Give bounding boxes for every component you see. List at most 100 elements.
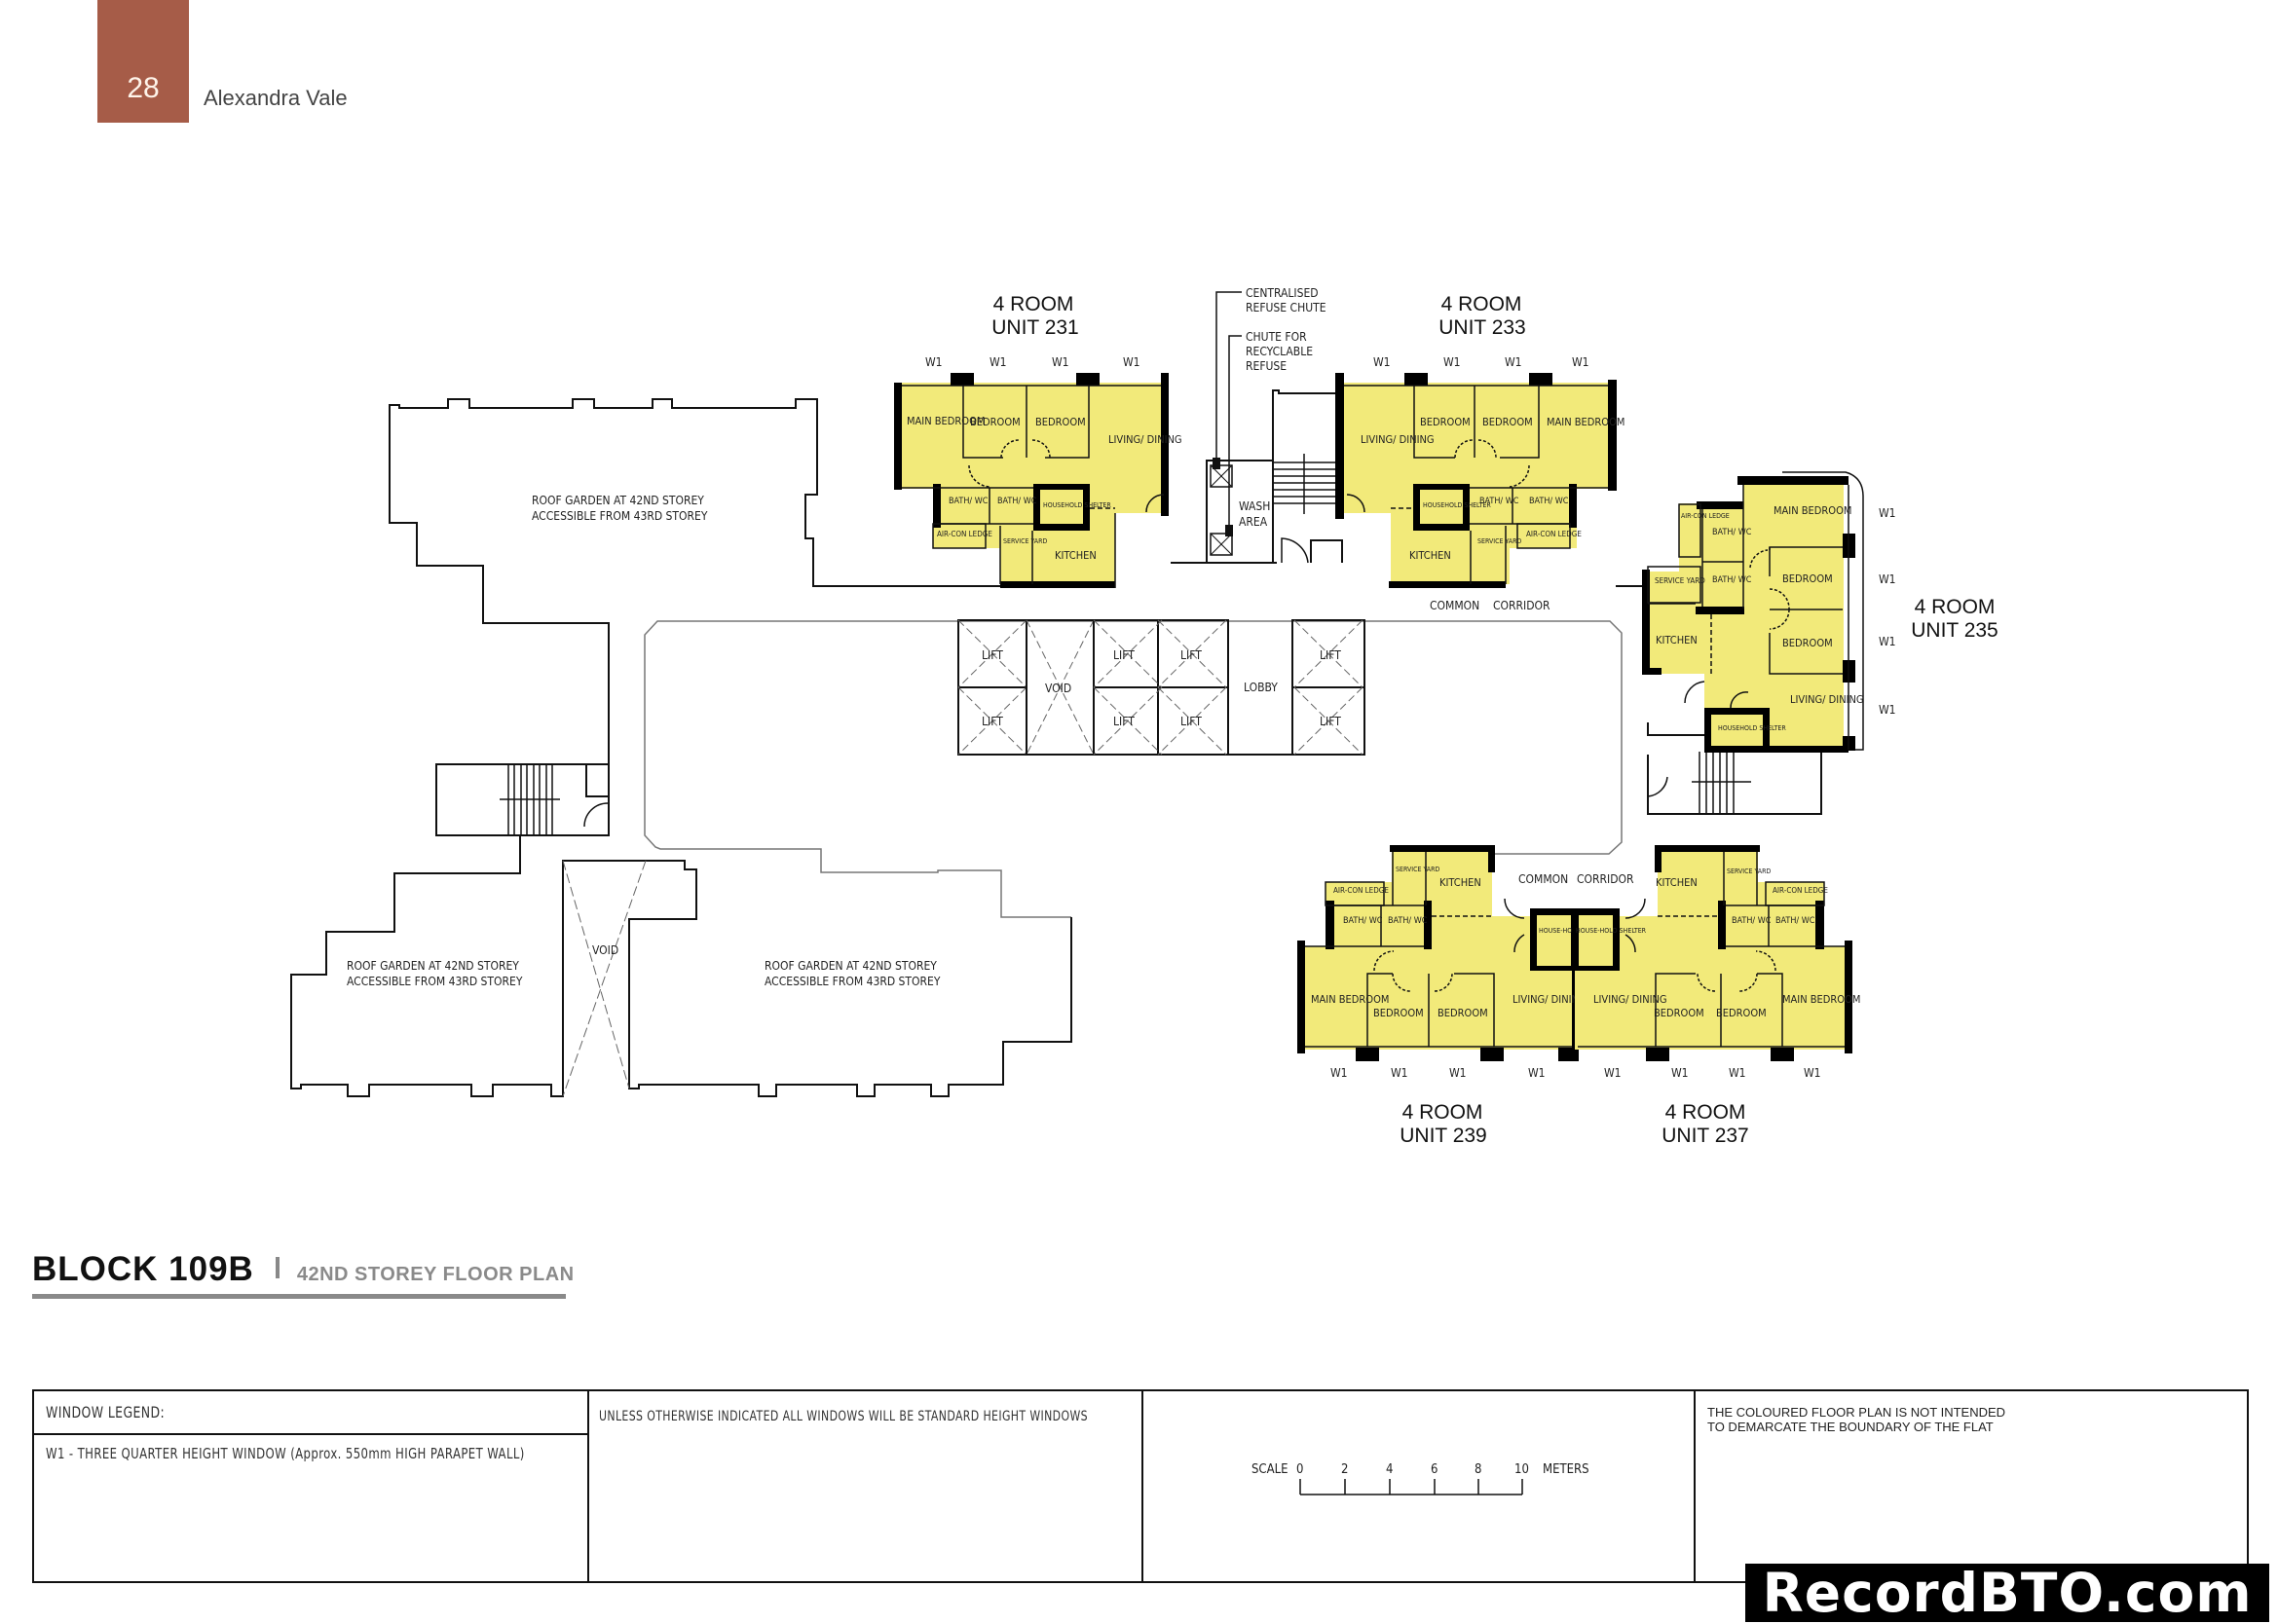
scale-label: SCALE [1251,1462,1288,1477]
room-label: LIVING/ DINING [1361,433,1435,446]
lift-label: LIFT [982,648,1003,662]
watermark: RecordBTO.com [1745,1564,2269,1622]
room-label: MAIN BEDROOM [907,415,985,427]
room-label: MAIN BEDROOM [1774,504,1851,517]
lift-label: LIFT [982,715,1003,728]
roof-garden-label: ROOF GARDEN AT 42ND STOREY [765,959,937,973]
room-label: HOUSEHOLD SHELTER [1718,724,1786,732]
window-label: W1 [1879,506,1896,520]
room-label: AIR-CON LEDGE [1681,512,1730,520]
room-label: KITCHEN [1409,549,1451,562]
roof-garden-outlines [290,398,1864,1097]
unit-237: KITCHEN SERVICE YARD AIR-CON LEDGE HOUSE… [1572,845,1860,1147]
room-label: BEDROOM [1035,416,1086,428]
unit-type: 4 ROOM [1665,1101,1746,1124]
window-label: W1 [1671,1066,1689,1080]
room-label: AIR-CON LEDGE [1773,886,1828,895]
room-label: LIVING/ DINING [1108,433,1182,446]
window-label: W1 [925,355,943,369]
disclaimer-line-1: THE COLOURED FLOOR PLAN IS NOT INTENDED [1707,1405,2006,1420]
room-label: BEDROOM [1373,1007,1424,1019]
room-label: BATH/ WC [1388,916,1428,926]
refuse-chute-label: CENTRALISED [1246,286,1319,300]
unit-235: AIR-CON LEDGE BATH/ WC MAIN BEDROOM SERV… [1642,476,1998,753]
project-name: Alexandra Vale [204,86,348,110]
roof-garden-label: ROOF GARDEN AT 42ND STOREY [347,959,519,973]
room-label: KITCHEN [1656,634,1698,646]
room-label: BEDROOM [1782,637,1833,649]
room-label: BATH/ WC [1343,916,1383,926]
window-label: W1 [1528,1066,1546,1080]
unit-name: UNIT 237 [1662,1125,1749,1147]
title-separator [275,1257,280,1278]
room-label: BATH/ WC [1775,916,1815,926]
lift-label: LIFT [1180,715,1202,728]
room-label: BATH/ WC [1732,916,1772,926]
window-label: W1 [1123,355,1140,369]
room-label: BEDROOM [1716,1007,1767,1019]
corridor-label: CORRIDOR [1577,872,1634,886]
room-label: BATH/ WC [997,497,1037,506]
wash-area-label: WASH [1239,499,1270,513]
room-label: BATH/ WC [949,497,989,506]
scale-tick: 6 [1431,1462,1438,1477]
room-label: BATH/ WC [1712,528,1752,537]
scale-tick: 2 [1341,1462,1348,1477]
unit-name: UNIT 239 [1400,1125,1487,1147]
unit-231: MAIN BEDROOM BEDROOM BEDROOM LIVING/ DIN… [894,293,1182,588]
room-label: BEDROOM [1654,1007,1704,1019]
scale-unit: METERS [1543,1462,1589,1477]
scale-cell [1143,1391,1696,1581]
room-label: BEDROOM [1782,572,1833,585]
block-title: BLOCK 109B [32,1250,254,1288]
lift-labels: LIFT LIFT VOID LIFT LIFT LIFT LIFT LOBBY… [982,648,1341,728]
window-label: W1 [1729,1066,1746,1080]
lift-core [957,619,1365,756]
w1-description: W1 - THREE QUARTER HEIGHT WINDOW (Approx… [46,1445,525,1462]
corridor-label: COMMON [1518,872,1568,886]
lift-label: LIFT [1113,715,1135,728]
void-label: VOID [592,943,618,957]
scale-tick: 10 [1514,1462,1529,1477]
unit-type: 4 ROOM [993,293,1074,315]
room-label: MAIN BEDROOM [1782,993,1860,1006]
scale-labels: SCALE 0 2 4 6 8 10 METERS [1251,1462,1589,1477]
roof-garden-labels: ROOF GARDEN AT 42ND STOREY ACCESSIBLE FR… [347,494,941,988]
room-label: BEDROOM [1420,416,1471,428]
lobby-label: LOBBY [1244,681,1278,694]
lift-label: LIFT [1113,648,1135,662]
disclaimer-line-2: TO DEMARCATE THE BOUNDARY OF THE FLAT [1707,1420,1994,1434]
page-number-badge: 28 [97,0,189,123]
title-underline [32,1294,566,1299]
window-label: W1 [1449,1066,1467,1080]
window-label: W1 [1391,1066,1408,1080]
room-label: HOUSEHOLD SHELTER [1423,501,1491,509]
room-label: SERVICE YARD [1655,576,1705,585]
room-label: SERVICE YARD [1003,537,1047,545]
unit-type: 4 ROOM [1402,1101,1483,1124]
roof-garden-label: ACCESSIBLE FROM 43RD STOREY [765,975,941,988]
room-label: HOUSEHOLD SHELTER [1043,501,1111,509]
room-label: AIR-CON LEDGE [937,530,992,538]
lift-label: LIFT [1180,648,1202,662]
refuse-labels: CENTRALISED REFUSE CHUTE CHUTE FOR RECYC… [1239,286,1326,529]
room-label: BATH/ WC [1529,497,1569,506]
wash-area-label: AREA [1239,515,1268,529]
disclaimer-cell: THE COLOURED FLOOR PLAN IS NOT INTENDED … [1696,1391,2249,1581]
standard-window-note-cell: UNLESS OTHERWISE INDICATED ALL WINDOWS W… [589,1391,1143,1581]
room-label: LIVING/ DINING [1790,693,1864,706]
window-label: W1 [1505,355,1522,369]
window-legend-title: WINDOW LEGEND: [46,1403,166,1421]
window-legend-header: WINDOW LEGEND: [34,1391,587,1435]
window-label: W1 [1052,355,1069,369]
room-label: KITCHEN [1055,549,1097,562]
room-label: LIVING/ DINING [1593,993,1667,1006]
scale-bar [1299,1479,1523,1495]
recyclable-chute-label: RECYCLABLE [1246,345,1313,358]
corridor-label: CORRIDOR [1493,599,1550,612]
window-label: W1 [1373,355,1391,369]
room-label: SERVICE YARD [1727,867,1771,875]
lift-label: LIFT [1320,715,1341,728]
refuse-chute-label: REFUSE CHUTE [1246,301,1326,314]
room-label: KITCHEN [1439,876,1481,889]
